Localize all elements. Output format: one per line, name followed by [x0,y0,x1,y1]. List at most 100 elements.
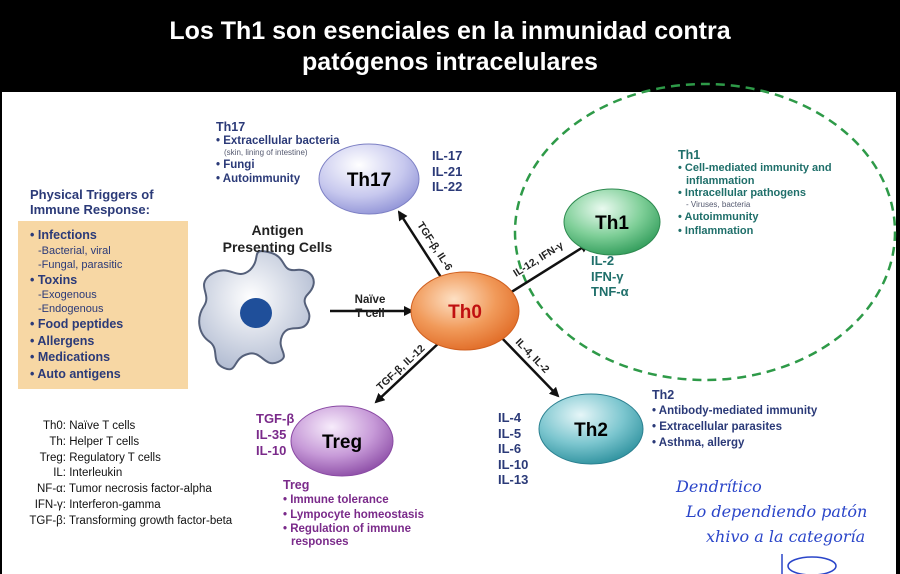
treg-cytokines: TGF-β IL-35 IL-10 [256,411,294,459]
trigger-item: • Infections [30,228,97,242]
abbreviation-key: IL: [53,467,66,480]
treg-item: responses [291,536,349,548]
th2-info: Th2 • Antibody-mediated immunity • Extra… [652,388,817,451]
triggers-heading-line-1: Physical Triggers of [30,187,154,202]
th1-cytokine: TNF-α [591,284,629,299]
triggers-heading-line-2: Immune Response: [30,202,150,217]
th2-cytokines: IL-4 IL-5 IL-6 IL-10 IL-13 [498,410,528,488]
th1-cytokines: IL-2 IFN-γ TNF-α [591,253,629,300]
th1-sub-item: - Viruses, bacteria [686,199,751,209]
th0-cell-label: Th0 [448,302,482,323]
treg-cell-label: Treg [322,432,362,453]
abbreviation-row: Th0: Naïve T cells [0,419,250,435]
arrow-to-th1 [504,242,590,298]
th17-item: • Fungi [216,159,255,171]
abbreviation-key: TGF-β: [29,514,66,527]
th2-cell-label: Th2 [574,420,608,441]
abbreviation-row: IL: Interleukin [0,466,250,482]
trigger-item: • Allergens [30,333,95,348]
treg-item: • Lympocyte homeostasis [283,509,425,521]
triggers-box [18,221,188,389]
trigger-item: • Food peptides [30,317,124,331]
th17-cytokine: IL-17 [432,148,463,163]
abbreviation-key: Th0: [42,420,66,432]
abbreviation-meaning: Helper T cells [69,435,140,448]
handwritten-line-1: Dendrítico [676,477,762,496]
th2-cytokine: IL-4 [498,410,522,425]
th2-item: • Asthma, allergy [652,437,745,449]
abbreviation-meaning: Interleukin [69,467,123,480]
th1-dashed-boundary [513,82,897,382]
treg-cell [290,405,394,477]
apc-label-line-1: Antigen [251,222,304,238]
title-bar: Los Th1 son esenciales en la inmunidad c… [0,0,900,92]
th17-item: • Extracellular bacteria [216,135,340,147]
naive-label-line-2: T cell [355,308,385,320]
th2-cell [538,393,644,465]
th1-cell-label: Th1 [595,213,629,234]
arrow-to-treg [374,339,443,404]
abbreviation-meaning: Interferon-gamma [69,498,161,511]
apc-label: Antigen Presenting Cells [210,222,345,256]
th2-item: • Extracellular parasites [652,421,782,433]
abbreviation-key: NF-α: [36,483,66,496]
abbreviation-meaning: Regulatory T cells [69,451,161,464]
th1-cytokine: IL-2 [591,253,615,268]
handwritten-line-3: xhivo a la categoría [706,527,866,546]
abbreviation-meaning: Naïve T cells [69,420,136,432]
th1-info: Th1 • Cell-mediated immunity and inflamm… [678,148,832,238]
trigger-item: • Medications [30,350,111,364]
treg-cytokine: IL-10 [256,443,287,458]
abbreviation-key: IFN-γ: [34,498,66,511]
abbreviation-key: Treg: [39,451,66,464]
triggers-list: • Infections -Bacterial, viral -Fungal, … [30,227,123,382]
apc-label-line-2: Presenting Cells [222,239,333,255]
trigger-sub: -Bacterial, viral [38,244,111,257]
th17-cytokines: IL-17 IL-21 IL-22 [432,148,462,195]
arrow-to-th17 [397,210,448,286]
abbreviation-legend: Th0: Naïve T cells Th: Helper T cells Tr… [0,419,250,530]
th2-cytokine: IL-13 [498,472,529,487]
th2-cytokine: IL-6 [498,441,522,456]
th1-item: • Cell-mediated immunity and [678,162,832,174]
treg-heading: Treg [283,478,310,492]
right-frame [896,92,900,574]
th17-item: • Autoimmunity [216,173,301,185]
th2-cytokine: IL-10 [498,456,529,472]
treg-cytokine: TGF-β [256,411,295,426]
th17-cytokine: IL-21 [432,163,463,179]
th1-item: • Intracellular pathogens [678,187,806,199]
trigger-sub: -Exogenous [38,289,97,301]
th0-cell [410,271,520,351]
arrow-to-th2 [497,333,560,398]
th1-heading: Th1 [678,148,701,162]
th17-cytokine: IL-22 [432,179,463,194]
th1-item: • Autoimmunity [678,210,759,223]
th1-item: inflammation [686,174,755,187]
handwritten-line-2: Lo dependiendo patón [686,502,868,521]
th17-cell [318,143,420,215]
th1-item: • Inflammation [678,224,754,237]
label-arrow-th1: IL-12, IFN-γ [511,239,565,279]
abbreviation-row: Treg: Regulatory T cells [0,451,250,467]
abbreviation-row: TGF-β: Transforming growth factor-beta [0,514,250,530]
th17-sub-note: (skin, lining of intestine) [224,148,308,157]
th17-heading: Th17 [216,120,246,134]
th2-item: • Antibody-mediated immunity [652,405,818,417]
triggers-heading: Physical Triggers of Immune Response: [30,187,154,217]
trigger-sub: -Fungal, parasitic [38,258,123,271]
apc-nucleus [240,298,272,328]
handwriting-circle [787,556,837,574]
abbreviation-meaning: Transforming growth factor-beta [69,514,233,527]
abbreviation-row: IFN-γ: Interferon-gamma [0,498,250,514]
naive-label-line-1: Naïve [354,294,386,306]
handwritten-note: Dendrítico Lo dependiendo patón xhivo a … [662,474,867,549]
th1-cytokine: IFN-γ [591,268,624,284]
th17-cell-label: Th17 [347,170,391,191]
trigger-item: • Toxins [30,272,78,287]
trigger-sub: -Endogenous [38,303,104,315]
treg-cytokine: IL-35 [256,427,287,442]
th2-heading: Th2 [652,388,675,402]
th17-info: Th17 • Extracellular bacteria (skin, lin… [216,120,340,186]
